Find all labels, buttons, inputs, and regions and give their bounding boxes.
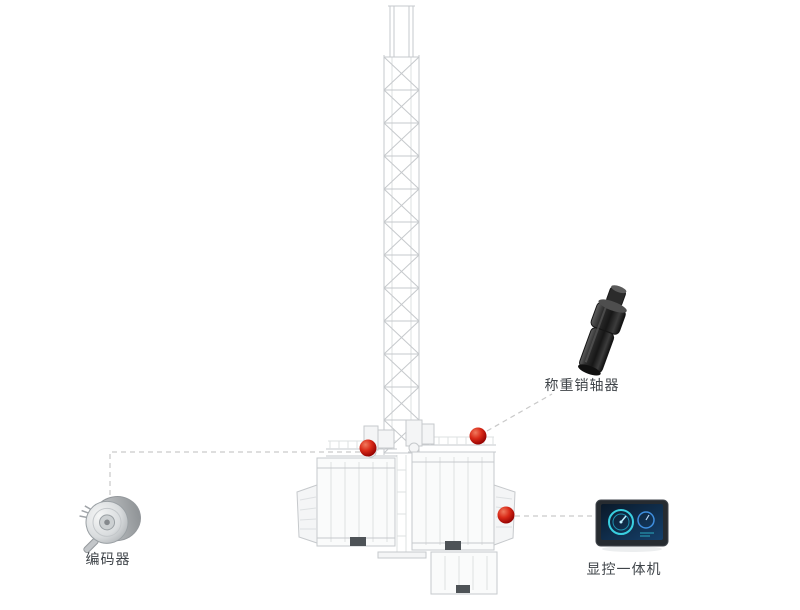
dashed-connector-encoder — [109, 451, 360, 497]
dashed-connector-weighing-pin — [486, 393, 553, 432]
encoder-label: 编码器 — [85, 552, 131, 568]
marker-display — [497, 506, 515, 524]
marker-weighing-pin — [469, 427, 487, 445]
left-ramp — [296, 484, 318, 544]
encoder-image — [79, 496, 141, 554]
right-drive-unit — [405, 419, 435, 454]
display-gauge-left — [608, 509, 634, 535]
marker-encoder — [359, 439, 377, 457]
display-unit-image — [595, 499, 669, 552]
weighing-pin-image — [578, 285, 627, 376]
mast-base — [377, 551, 427, 559]
weighing-pin-label: 称重销轴器 — [544, 378, 620, 394]
mast-illustration — [377, 5, 427, 559]
display-unit-label: 显控一体机 — [586, 562, 662, 578]
display-gauge-right — [637, 511, 655, 529]
right-cage-illustration — [405, 419, 516, 595]
left-cage-illustration — [296, 425, 397, 547]
